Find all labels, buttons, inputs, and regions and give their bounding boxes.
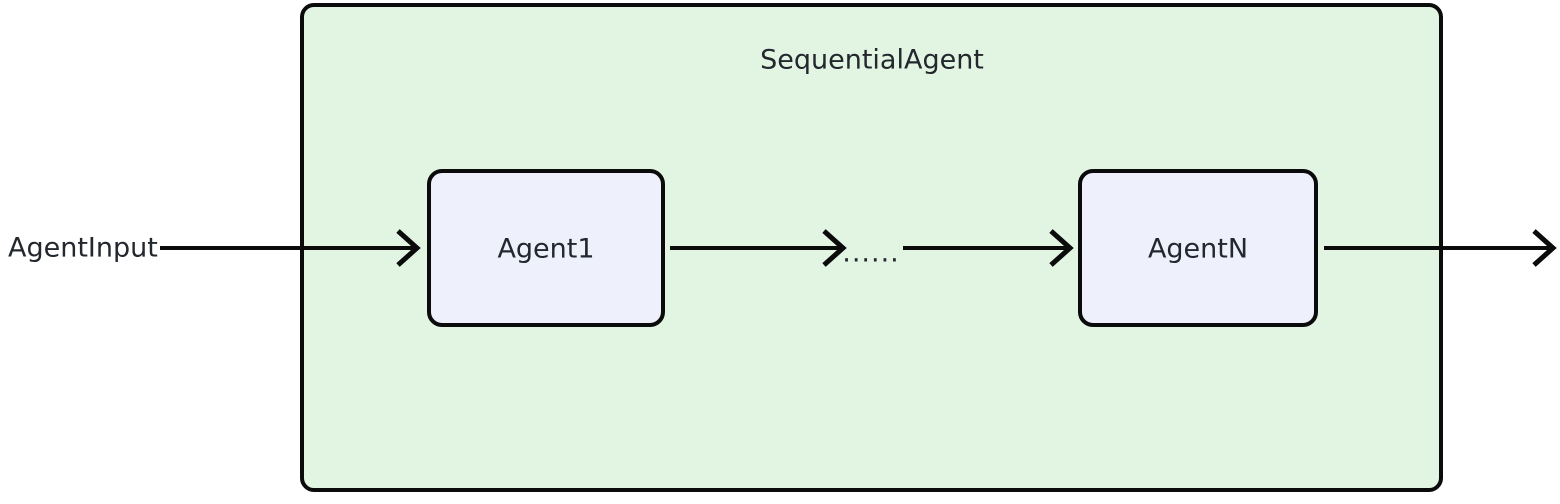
arrowhead-agentn-to-output (1532, 229, 1557, 267)
agent-input-label: AgentInput (8, 233, 158, 264)
node-agentn[interactable] (1078, 169, 1318, 327)
arrowhead-ellipsis-to-agentn (1049, 229, 1074, 267)
arrowhead-agent1-to-ellipsis (822, 229, 847, 267)
arrowhead-input-to-agent1 (396, 229, 421, 267)
group-title: SequentialAgent (760, 45, 984, 76)
node-agent1[interactable] (427, 169, 665, 327)
node-agentn-label: AgentN (1148, 234, 1248, 265)
node-ellipsis-label: ...... (842, 238, 900, 269)
node-agent1-label: Agent1 (497, 234, 594, 265)
